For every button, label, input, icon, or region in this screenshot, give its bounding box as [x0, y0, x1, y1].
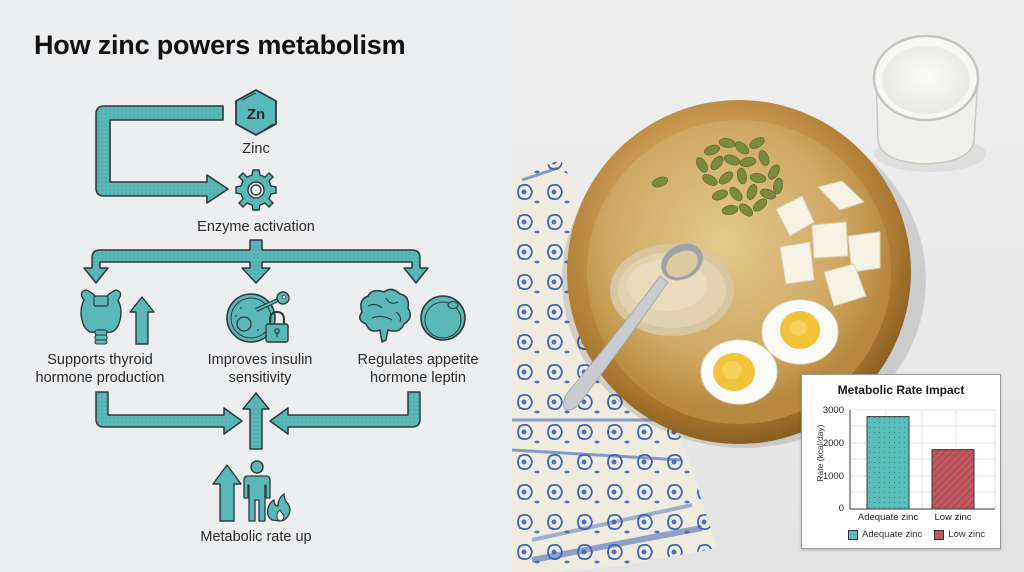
legend-swatch-adequate: [848, 529, 858, 540]
leptin-label-line2: hormone leptin: [370, 370, 466, 386]
flow-diagram: Zn: [80, 88, 466, 522]
bar-low-zinc: [931, 449, 975, 510]
page-title: How zinc powers metabolism: [34, 30, 406, 60]
y-tick-1000: 1000: [822, 471, 844, 482]
cell-key-lock-icon: [226, 291, 290, 343]
spoon: [563, 243, 703, 411]
food-photo: [512, 0, 1024, 572]
insulin-label: Improves insulin sensitivity: [190, 351, 330, 387]
thyroid-up-arrow-icon: [80, 289, 155, 345]
legend-item-adequate-zinc: Adequate zinc: [848, 529, 922, 540]
insulin-label-line1: Improves insulin: [207, 352, 313, 368]
hexagon-zn-icon: Zn: [235, 88, 277, 137]
legend-label-adequate: Adequate zinc: [862, 529, 923, 540]
legend-item-low-zinc: Low zinc: [934, 529, 985, 540]
branch-arrow: [83, 239, 429, 284]
infographic-panel: How zinc powers metabolism Zn: [30, 30, 493, 545]
x-tick-low-zinc: Low zinc: [934, 512, 972, 523]
zinc-label: Zinc: [242, 141, 270, 157]
converging-arrows: [95, 391, 421, 450]
y-tick-3000: 3000: [822, 405, 844, 416]
chart-legend: Adequate zinc Low zinc: [848, 529, 985, 540]
y-tick-0: 0: [838, 503, 844, 514]
chart-title: Metabolic Rate Impact: [837, 383, 965, 397]
pumpkin-seeds: [652, 137, 783, 217]
thyroid-label: Supports thyroid hormone production: [30, 351, 170, 387]
leptin-label: Regulates appetite hormone leptin: [343, 351, 493, 387]
brain-fat-cell-icon: [359, 288, 466, 344]
legend-label-low: Low zinc: [948, 529, 986, 540]
leptin-label-line1: Regulates appetite: [357, 352, 479, 368]
metabolic-rate-label: Metabolic rate up: [200, 529, 312, 545]
food-photo-illustration: [512, 34, 986, 572]
glass-of-milk: [872, 34, 986, 172]
gear-icon: [235, 169, 277, 211]
y-tick-2000: 2000: [822, 438, 844, 449]
loop-arrow: [95, 105, 229, 204]
bar-adequate-zinc: [866, 416, 910, 510]
metabolic-rate-chart: Metabolic Rate Impact Rate (kcal/day) 30…: [801, 374, 1001, 549]
boiled-egg-halves: [700, 299, 839, 405]
svg-text:Zn: Zn: [247, 106, 265, 123]
paneer-cubes: [775, 180, 881, 307]
thyroid-label-line2: hormone production: [35, 370, 165, 386]
person-fire-up-arrow-icon: [212, 460, 291, 522]
thyroid-label-line1: Supports thyroid: [47, 352, 153, 368]
chart-plot-area: [849, 409, 996, 510]
x-tick-adequate-zinc: Adequate zinc: [857, 512, 919, 523]
legend-swatch-low: [934, 529, 945, 540]
insulin-label-line2: sensitivity: [228, 370, 292, 386]
enzyme-activation-label: Enzyme activation: [197, 219, 315, 235]
